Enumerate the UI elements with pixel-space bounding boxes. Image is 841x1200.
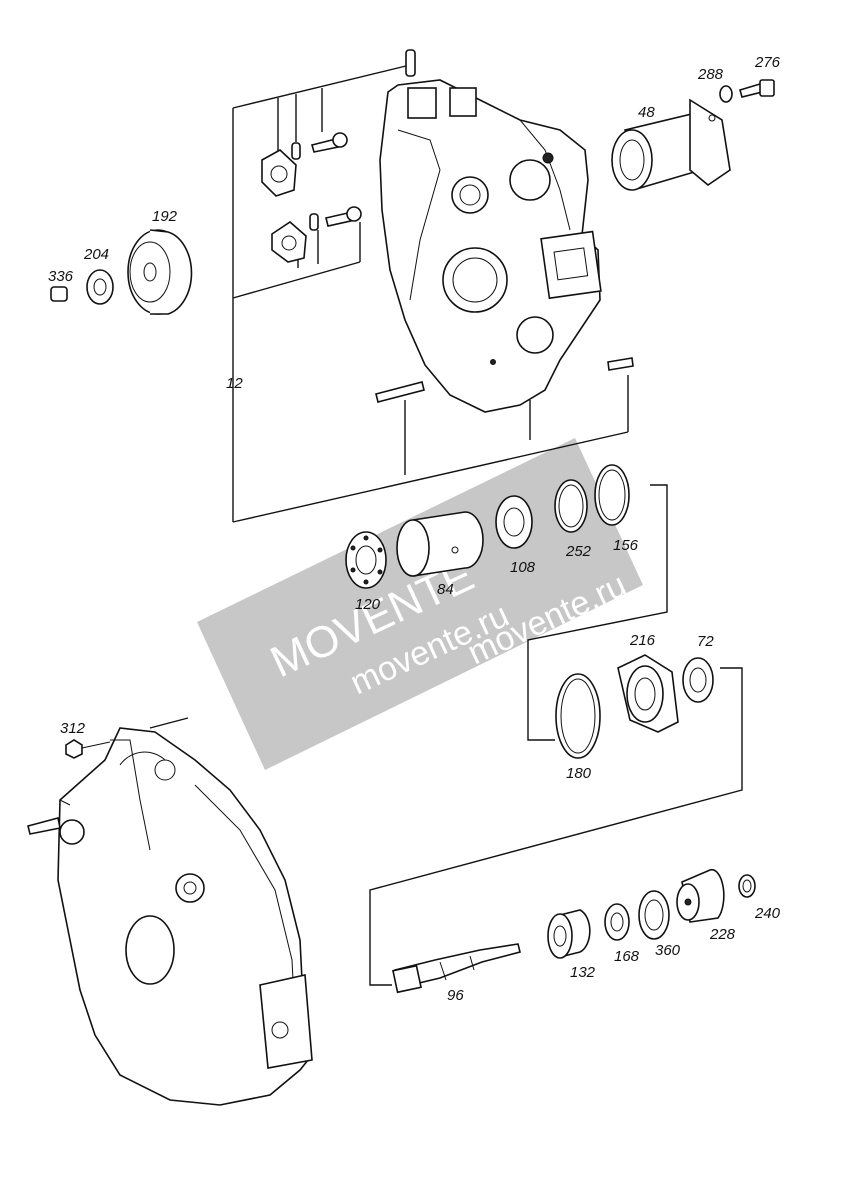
callout-204: 204 <box>83 246 109 263</box>
flywheel-housing-lower <box>27 717 313 1106</box>
shaft-96 <box>392 943 521 994</box>
gear-132 <box>547 909 591 959</box>
callout-72: 72 <box>697 633 714 650</box>
callout-252: 252 <box>565 543 592 560</box>
seal-360 <box>638 890 670 940</box>
callout-168: 168 <box>614 948 640 965</box>
stud-left <box>375 381 425 403</box>
plate-lower <box>271 206 362 263</box>
sleeve-48 <box>611 98 731 191</box>
callout-108: 108 <box>510 559 536 576</box>
bearing-120 <box>345 531 387 589</box>
timing-housing-upper <box>379 79 602 413</box>
ring-252 <box>554 479 588 533</box>
stud-top <box>405 49 416 77</box>
callout-216: 216 <box>629 632 656 649</box>
stud-right <box>607 357 634 371</box>
callout-312: 312 <box>60 720 86 737</box>
ring-156 <box>594 464 630 526</box>
bearing-108 <box>495 495 533 549</box>
housing-216 <box>617 654 679 733</box>
callout-276: 276 <box>754 54 781 71</box>
callout-240: 240 <box>754 905 781 922</box>
nut-240 <box>738 874 756 898</box>
callout-156: 156 <box>613 537 639 554</box>
callout-12: 12 <box>226 375 243 392</box>
bearing-72 <box>682 657 714 703</box>
flange-228 <box>676 868 725 923</box>
callout-84: 84 <box>437 581 454 598</box>
plug-336 <box>50 286 68 302</box>
nut-204 <box>86 269 114 305</box>
callout-192: 192 <box>152 208 178 225</box>
washer-168 <box>604 903 630 941</box>
plate-upper <box>261 132 348 197</box>
callout-288: 288 <box>697 66 724 83</box>
callout-132: 132 <box>570 964 596 981</box>
callout-180: 180 <box>566 765 592 782</box>
callout-48: 48 <box>638 104 655 121</box>
washer-288 <box>719 85 733 103</box>
pulley-192 <box>127 229 193 315</box>
ring-180 <box>555 673 601 759</box>
callout-228: 228 <box>709 926 736 943</box>
bolt-276 <box>739 79 775 98</box>
bracket-middle <box>369 484 743 986</box>
sleeve-84 <box>396 511 484 577</box>
callout-336: 336 <box>48 268 74 285</box>
callout-360: 360 <box>655 942 681 959</box>
callout-96: 96 <box>447 987 464 1004</box>
nut-312 <box>65 739 111 759</box>
callout-120: 120 <box>355 596 381 613</box>
